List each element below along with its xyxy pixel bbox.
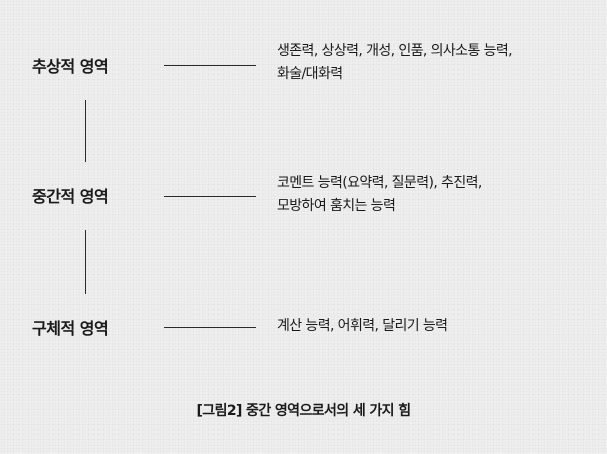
vertical-connector-top bbox=[85, 100, 86, 162]
level-desc-abstract-line-1: 생존력, 상상력, 개성, 인품, 의사소통 능력, bbox=[277, 43, 513, 59]
level-desc-concrete-line-1: 계산 능력, 어휘력, 달리기 능력 bbox=[277, 318, 448, 334]
figure-caption: [그림2] 중간 영역으로서의 세 가지 힘 bbox=[196, 403, 411, 419]
level-desc-middle-line-2: 모방하여 훔치는 능력 bbox=[277, 198, 396, 214]
level-desc-abstract-line-2: 화술/대화력 bbox=[277, 66, 343, 82]
vertical-connector-bottom bbox=[85, 230, 86, 294]
level-desc-abstract: 생존력, 상상력, 개성, 인품, 의사소통 능력, 화술/대화력 bbox=[277, 40, 597, 86]
connector-abstract bbox=[164, 65, 256, 66]
connector-middle bbox=[164, 196, 256, 197]
level-label-concrete: 구체적 영역 bbox=[32, 319, 109, 338]
level-label-abstract: 추상적 영역 bbox=[32, 57, 109, 76]
connector-concrete bbox=[164, 327, 256, 328]
level-desc-concrete: 계산 능력, 어휘력, 달리기 능력 bbox=[277, 315, 597, 338]
level-desc-middle-line-1: 코멘트 능력(요약력, 질문력), 추진력, bbox=[277, 175, 482, 191]
level-desc-middle: 코멘트 능력(요약력, 질문력), 추진력, 모방하여 훔치는 능력 bbox=[277, 172, 597, 218]
level-label-middle: 중간적 영역 bbox=[32, 187, 109, 206]
